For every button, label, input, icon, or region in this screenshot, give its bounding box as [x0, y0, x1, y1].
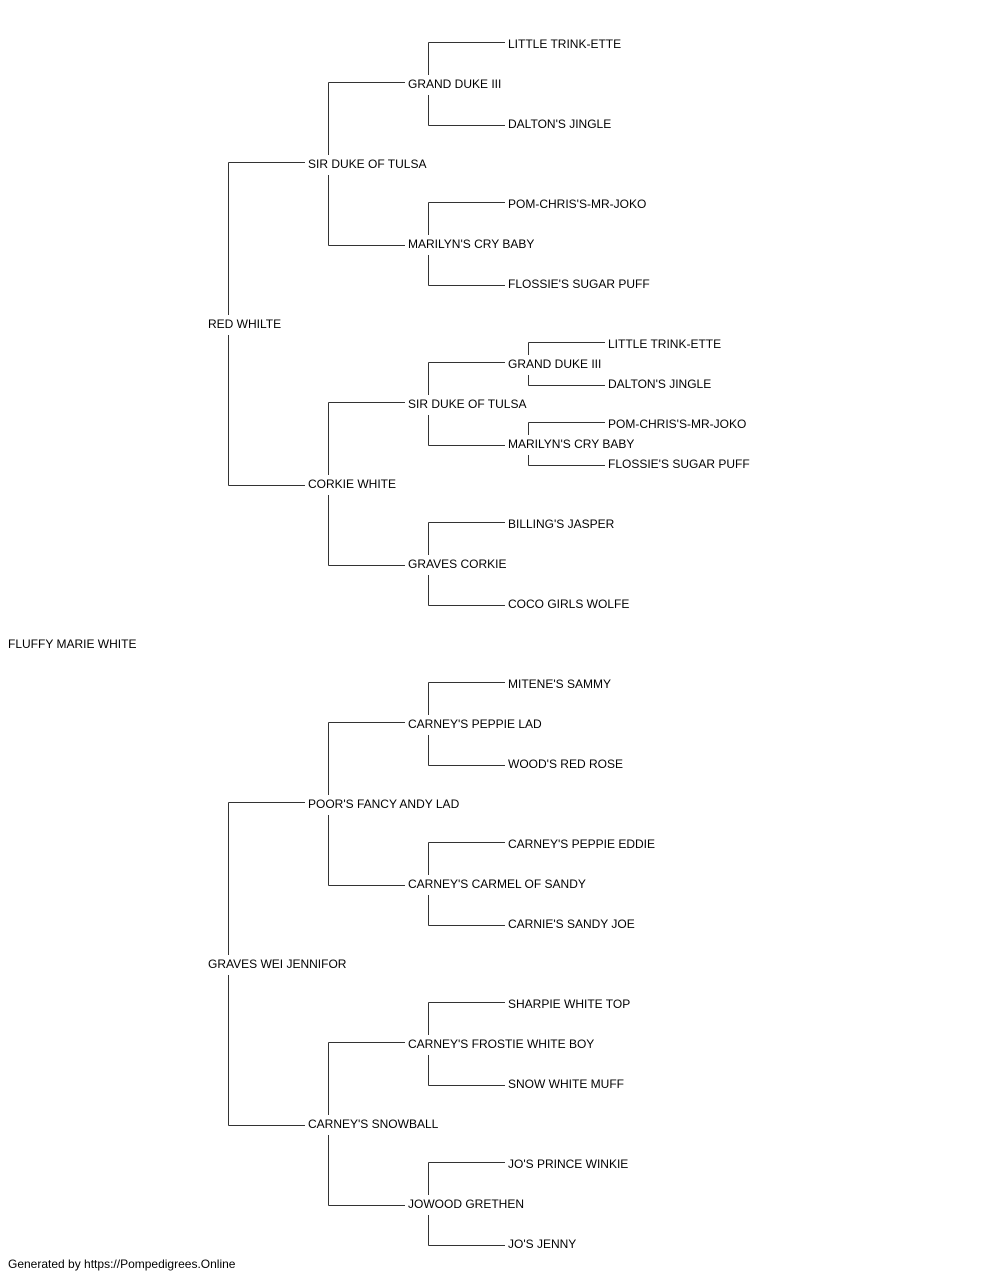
ssd-dam-name: FLOSSIE'S SUGAR PUFF	[508, 277, 650, 291]
sss-dam-name: DALTON'S JINGLE	[508, 117, 612, 131]
sd-dam-name: GRAVES CORKIE	[408, 557, 507, 571]
subject-name: FLUFFY MARIE WHITE	[8, 637, 137, 651]
dam-sire-name: POOR'S FANCY ANDY LAD	[308, 797, 460, 811]
ddd-dam-name: JO'S JENNY	[508, 1237, 577, 1251]
sdd-sire-name: BILLING'S JASPER	[508, 517, 615, 531]
ssd-sire-name: POM-CHRIS'S-MR-JOKO	[508, 197, 647, 211]
dss-sire-name: MITENE'S SAMMY	[508, 677, 611, 691]
sire-dam-name: CORKIE WHITE	[308, 477, 397, 491]
generated-by-footer: Generated by https://Pompedigrees.Online	[8, 1257, 236, 1271]
sire-sire-name: SIR DUKE OF TULSA	[308, 157, 427, 171]
dds-dam-name: SNOW WHITE MUFF	[508, 1077, 624, 1091]
sds-sire-name: GRAND DUKE III	[508, 357, 602, 371]
sd-sire-name: SIR DUKE OF TULSA	[408, 397, 527, 411]
dd-dam-name: JOWOOD GRETHEN	[408, 1197, 524, 1211]
ds-dam-name: CARNEY'S CARMEL OF SANDY	[408, 877, 586, 891]
sss-sire-name: LITTLE TRINK-ETTE	[508, 37, 622, 51]
dsd-sire-name: CARNEY'S PEPPIE EDDIE	[508, 837, 655, 851]
ss-dam-name: MARILYN'S CRY BABY	[408, 237, 535, 251]
dss-dam-name: WOOD'S RED ROSE	[508, 757, 623, 771]
sdd-dam-name: COCO GIRLS WOLFE	[508, 597, 630, 611]
ds-sire-name: CARNEY'S PEPPIE LAD	[408, 717, 542, 731]
ss-sire-name: GRAND DUKE III	[408, 77, 502, 91]
sds-dam-name: MARILYN'S CRY BABY	[508, 437, 635, 451]
dds-sire-name: SHARPIE WHITE TOP	[508, 997, 631, 1011]
dam-name: GRAVES WEI JENNIFOR	[208, 957, 347, 971]
dd-sire-name: CARNEY'S FROSTIE WHITE BOY	[408, 1037, 595, 1051]
ddd-sire-name: JO'S PRINCE WINKIE	[508, 1157, 629, 1171]
sire-name: RED WHILTE	[208, 317, 282, 331]
dsd-dam-name: CARNIE'S SANDY JOE	[508, 917, 635, 931]
sdss-sire-name: LITTLE TRINK-ETTE	[608, 337, 722, 351]
sdsd-dam-name: FLOSSIE'S SUGAR PUFF	[608, 457, 750, 471]
dam-dam-name: CARNEY'S SNOWBALL	[308, 1117, 439, 1131]
sdss-dam-name: DALTON'S JINGLE	[608, 377, 712, 391]
sdsd-sire-name: POM-CHRIS'S-MR-JOKO	[608, 417, 747, 431]
